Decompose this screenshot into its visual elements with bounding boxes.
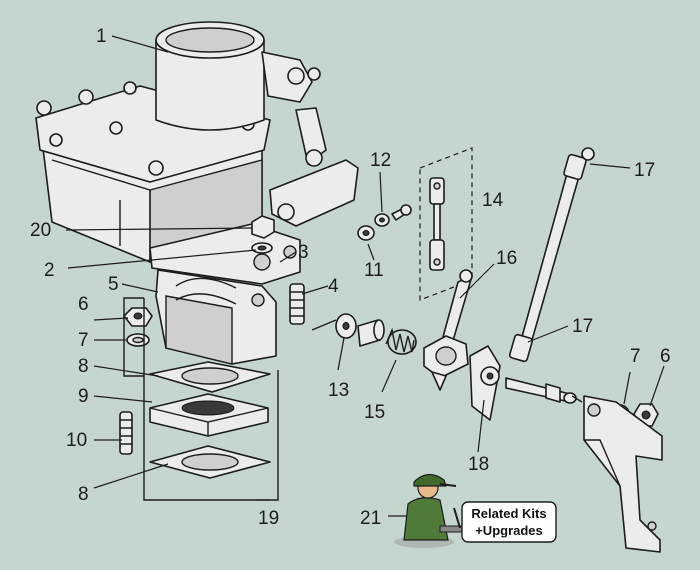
callout-15: 15 bbox=[364, 402, 385, 423]
spring-washer-7-left bbox=[126, 333, 150, 347]
ball-pin bbox=[391, 204, 412, 221]
callout-18: 18 bbox=[468, 454, 489, 475]
callout-2: 2 bbox=[44, 260, 55, 281]
callout-12: 12 bbox=[370, 150, 391, 171]
callout-17-lower: 17 bbox=[572, 316, 593, 337]
bush bbox=[357, 319, 385, 347]
callout-3: 3 bbox=[298, 242, 309, 263]
callout-13: 13 bbox=[328, 380, 349, 401]
callout-19: 19 bbox=[258, 508, 279, 529]
callout-21: 21 bbox=[360, 508, 381, 529]
callout-8-upper: 8 bbox=[78, 356, 89, 377]
spacer-9 bbox=[149, 393, 269, 437]
callout-labels: 1 2 3 4 5 6 6 7 7 8 8 9 10 11 12 13 14 1… bbox=[30, 26, 671, 529]
kit-badge-line2: +Upgrades bbox=[475, 523, 543, 538]
inlet-adapter bbox=[155, 269, 277, 365]
spring-15 bbox=[385, 327, 417, 355]
control-rod-14 bbox=[419, 147, 473, 301]
callout-5: 5 bbox=[108, 274, 119, 295]
callout-6-left: 6 bbox=[78, 294, 89, 315]
shaft-bolt bbox=[505, 377, 583, 404]
washer-12 bbox=[374, 213, 390, 227]
callout-6-right: 6 bbox=[660, 346, 671, 367]
gasket-8-upper bbox=[149, 361, 271, 393]
nut-6-left bbox=[123, 307, 153, 327]
kit-bracket-19-left bbox=[123, 297, 144, 377]
callout-4: 4 bbox=[328, 276, 339, 297]
lever-16 bbox=[423, 269, 473, 391]
kit-badge-box[interactable] bbox=[461, 501, 557, 543]
callout-9: 9 bbox=[78, 386, 89, 407]
callout-14: 14 bbox=[482, 190, 504, 211]
mounting-bracket bbox=[583, 395, 663, 553]
washer-2 bbox=[251, 242, 273, 254]
callout-17-upper: 17 bbox=[634, 160, 655, 181]
callout-8-lower: 8 bbox=[78, 484, 89, 505]
clip-13 bbox=[311, 313, 357, 339]
callout-1: 1 bbox=[96, 26, 107, 47]
callout-20: 20 bbox=[30, 220, 51, 241]
callout-7-left: 7 bbox=[78, 330, 89, 351]
kit-badge-line1: Related Kits bbox=[471, 506, 546, 521]
related-kits-badge[interactable]: Related Kits +Upgrades bbox=[394, 473, 557, 548]
leader-lines bbox=[65, 35, 665, 517]
callout-11: 11 bbox=[364, 260, 384, 281]
nut-20 bbox=[251, 215, 275, 239]
plate-18 bbox=[469, 345, 501, 421]
callout-10: 10 bbox=[66, 430, 87, 451]
carburettor-body bbox=[35, 21, 359, 285]
stud-10 bbox=[119, 411, 133, 455]
gasket-8-lower bbox=[149, 445, 271, 479]
callout-16: 16 bbox=[496, 248, 517, 269]
kit-bracket-19 bbox=[143, 298, 279, 501]
callout-7-right: 7 bbox=[630, 346, 641, 367]
washer-11 bbox=[357, 225, 375, 241]
throttle-rod-17 bbox=[508, 147, 595, 363]
mechanic-mascot-icon bbox=[394, 473, 463, 548]
stud-4 bbox=[289, 283, 305, 325]
